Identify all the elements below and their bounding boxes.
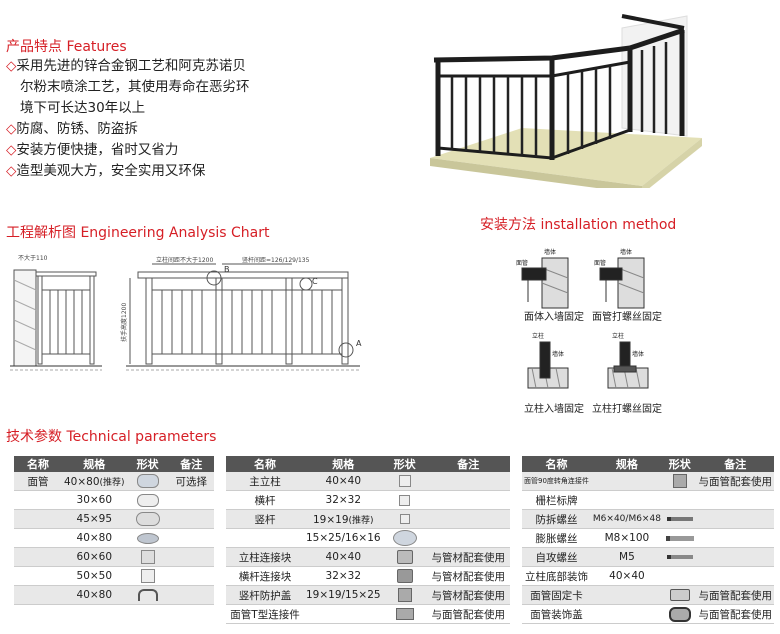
col-spec: 规格 xyxy=(62,456,127,472)
bolt-icon xyxy=(662,528,697,548)
install-caption: 面管打螺丝固定 xyxy=(592,312,662,323)
install-label: 墙体 xyxy=(544,248,556,256)
table-row: 40×80 xyxy=(14,585,214,605)
screw-icon xyxy=(662,509,697,529)
table-row: 50×50 xyxy=(14,566,214,586)
feature-item: ◇安装方便快捷，省时又省力 xyxy=(6,142,179,158)
table-row: 面管 40×80(推荐) 可选择 xyxy=(14,472,214,491)
table-row: 竖杆 19×19(推荐) xyxy=(226,509,510,529)
table-header: 名称 规格 形状 备注 xyxy=(226,456,510,472)
shape-icon xyxy=(126,509,169,529)
install-title: 安装方法 installation method xyxy=(480,217,677,233)
install-diagrams: 墙体 面管 墙体 面管 立柱 墙体 立柱 墙体 xyxy=(516,248,649,389)
label-span: 立柱间距不大于1200 xyxy=(156,256,213,264)
engineering-drawing: 不大于110 立柱间距不大于1200 竖杆间距=126/129/135 扶手高度… xyxy=(10,254,362,371)
install-label: 立柱 xyxy=(612,332,624,340)
table-row: 60×60 xyxy=(14,547,214,567)
table-header: 名称 规格 形状 备注 xyxy=(14,456,214,472)
engineering-title: 工程解析图 Engineering Analysis Chart xyxy=(6,225,270,241)
install-caption: 面体入墙固定 xyxy=(524,312,584,323)
table-row: 面管装饰盖 与面管配套使用 xyxy=(522,604,774,624)
marker-b: B xyxy=(224,265,230,274)
col-shape: 形状 xyxy=(126,456,169,472)
feature-item: ◇采用先进的锌合金钢工艺和阿克苏诺贝 xyxy=(6,58,246,74)
tech-table-1: 名称 规格 形状 备注 面管 40×80(推荐) 可选择 30×60 45×95… xyxy=(14,456,214,605)
marker-a: A xyxy=(356,339,362,348)
table-row: 面管固定卡 与面管配套使用 xyxy=(522,585,774,605)
feature-item: ◇防腐、防锈、防盗拆 xyxy=(6,121,138,137)
table-row: 15×25/16×16 xyxy=(226,528,510,548)
install-label: 墙体 xyxy=(632,350,644,358)
screw-icon xyxy=(662,547,697,567)
table-row: 45×95 xyxy=(14,509,214,529)
table-header: 名称 规格 形状 备注 xyxy=(522,456,774,472)
railing-product-image xyxy=(430,14,702,188)
connector-icon xyxy=(382,566,427,586)
features-list: ◇采用先进的锌合金钢工艺和阿克苏诺贝 尔粉末喷涂工艺，其使用寿命在恶劣环 境下可… xyxy=(6,56,336,182)
table-row: 40×80 xyxy=(14,528,214,548)
shape-icon xyxy=(126,585,169,605)
table-row: 面管90度转角连接件 与面管配套使用 xyxy=(522,472,774,491)
install-caption: 立柱入墙固定 xyxy=(524,404,584,415)
clip-icon xyxy=(662,585,697,605)
shape-icon xyxy=(126,547,169,567)
col-remark: 备注 xyxy=(168,456,214,472)
install-label: 墙体 xyxy=(620,248,632,256)
decor-cap-icon xyxy=(662,604,697,624)
col-name: 名称 xyxy=(14,456,62,472)
shape-icon xyxy=(126,472,169,491)
install-label: 墙体 xyxy=(552,350,564,358)
connector-icon xyxy=(382,547,427,567)
feature-item: ◇造型美观大方，安全实用又环保 xyxy=(6,163,206,179)
install-caption: 立柱打螺丝固定 xyxy=(592,404,662,415)
shape-icon xyxy=(382,472,427,491)
shape-icon xyxy=(126,528,169,548)
shape-icon xyxy=(126,566,169,586)
features-title: 产品特点 Features xyxy=(6,39,127,55)
corner-connector-icon xyxy=(662,472,697,491)
feature-item-line: 境下可长达30年以上 xyxy=(20,100,146,116)
marker-c: C xyxy=(312,277,318,286)
label-left-top: 不大于110 xyxy=(18,254,48,262)
label-height: 扶手高度1200 xyxy=(120,303,128,342)
shape-icon xyxy=(382,528,427,548)
table-row: 面管T型连接件 与面管配套使用 xyxy=(226,604,510,624)
install-label: 面管 xyxy=(516,259,528,267)
shape-icon xyxy=(382,490,427,510)
cap-icon xyxy=(382,585,427,605)
shape-icon xyxy=(126,490,169,510)
install-label: 面管 xyxy=(594,259,606,267)
table-row: 30×60 xyxy=(14,490,214,510)
shape-icon xyxy=(382,509,427,529)
tech-table-3: 名称 规格 形状 备注 面管90度转角连接件 与面管配套使用 栅栏标牌 防拆螺丝… xyxy=(522,456,774,624)
feature-item-line: 尔粉末喷涂工艺，其使用寿命在恶劣环 xyxy=(20,79,250,95)
table-row: 栅栏标牌 xyxy=(522,490,774,510)
install-label: 立柱 xyxy=(532,332,544,340)
t-connector-icon xyxy=(382,604,427,624)
label-spacing: 竖杆间距=126/129/135 xyxy=(242,256,310,264)
tech-title: 技术参数 Technical parameters xyxy=(6,429,217,445)
